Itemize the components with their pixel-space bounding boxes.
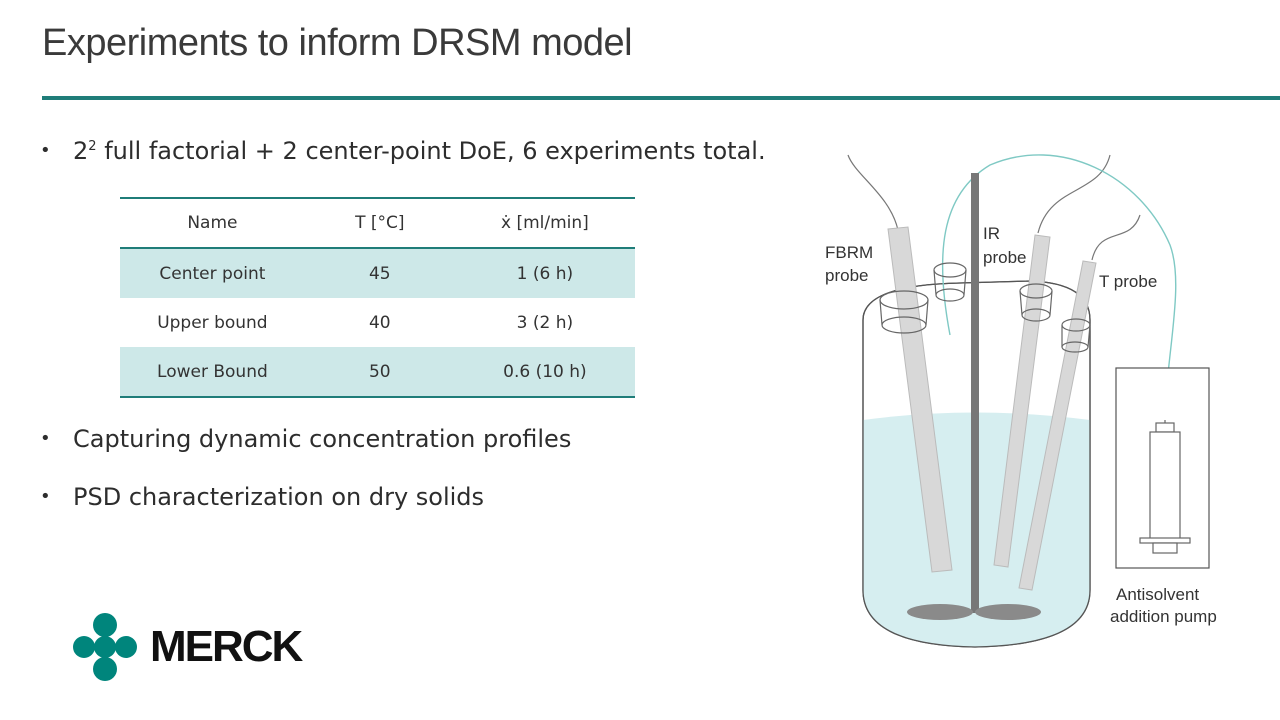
t-probe-label: T probe <box>1099 272 1157 291</box>
merck-logo-mark <box>73 613 137 681</box>
tprobe-cable <box>1091 214 1141 261</box>
table-cell: 0.6 (10 h) <box>454 347 635 397</box>
center-port <box>933 262 967 278</box>
table-header-row: Name T [°C] ẋ [ml/min] <box>120 198 635 249</box>
table-row: Center point 45 1 (6 h) <box>120 248 635 298</box>
bullet-doe-superscript: 2 <box>88 139 97 154</box>
fbrm-cable <box>847 154 899 231</box>
table-row: Lower Bound 50 0.6 (10 h) <box>120 347 635 397</box>
fbrm-label-line2: probe <box>825 266 868 285</box>
header-name: Name <box>120 198 305 249</box>
bullet-concentration: • Capturing dynamic concentration profile… <box>40 425 571 453</box>
fbrm-probe <box>887 226 953 573</box>
slide-title: Experiments to inform DRSM model <box>42 22 633 64</box>
pump-label-line2: addition pump <box>1110 607 1217 626</box>
impeller-left <box>907 604 973 620</box>
merck-logo <box>73 613 137 681</box>
bullet-psd-text: PSD characterization on dry solids <box>73 483 485 511</box>
antisolvent-tube <box>941 154 1177 421</box>
bullet-concentration-text: Capturing dynamic concentration profiles <box>73 425 572 453</box>
bullet-dot: • <box>40 428 51 449</box>
syringe-tip <box>1155 422 1175 433</box>
table-cell: 50 <box>304 347 455 397</box>
bullet-dot: • <box>40 486 51 507</box>
fbrm-label-line1: FBRM <box>825 243 873 262</box>
title-divider <box>42 96 1280 100</box>
syringe-plunger <box>1152 542 1178 554</box>
table-cell: 1 (6 h) <box>454 248 635 298</box>
ir-label-line1: IR <box>983 224 1000 243</box>
pump-label-line1: Antisolvent <box>1116 585 1199 604</box>
bullet-psd: • PSD characterization on dry solids <box>40 483 484 511</box>
table-cell: 40 <box>368 312 391 333</box>
table-cell: 3 (2 h) <box>516 312 574 333</box>
bullet-doe: • 22 full factorial + 2 center-point DoE,… <box>40 137 766 165</box>
syringe-barrel <box>1149 431 1181 541</box>
header-flow-rate: ẋ [ml/min] <box>454 198 635 249</box>
table-cell: Upper bound <box>157 312 268 333</box>
t-probe <box>1018 260 1097 591</box>
ir-probe <box>993 234 1051 568</box>
bullet-dot: • <box>40 140 51 161</box>
impeller-right <box>975 604 1041 620</box>
ir-cable <box>1037 154 1111 234</box>
table-cell: 45 <box>304 248 455 298</box>
bullet-doe-text: full factorial + 2 center-point DoE, 6 e… <box>96 137 766 165</box>
ir-label-line2: probe <box>983 248 1026 267</box>
table-cell: Center point <box>120 248 305 298</box>
stirrer-shaft <box>971 173 979 613</box>
header-temperature: T [°C] <box>304 198 455 249</box>
doe-table: Name T [°C] ẋ [ml/min] Center point 45 1… <box>120 197 635 398</box>
syringe-flange <box>1139 537 1191 544</box>
reactor-diagram: FBRM probe IR probe T probe Antisolvent … <box>825 154 1217 648</box>
table-cell: Lower Bound <box>120 347 305 397</box>
bullet-doe-prefix: 2 <box>73 137 89 165</box>
merck-logo-text: MERCK <box>150 622 303 671</box>
table-row: Upper bound 40 3 (2 h) <box>120 298 635 347</box>
